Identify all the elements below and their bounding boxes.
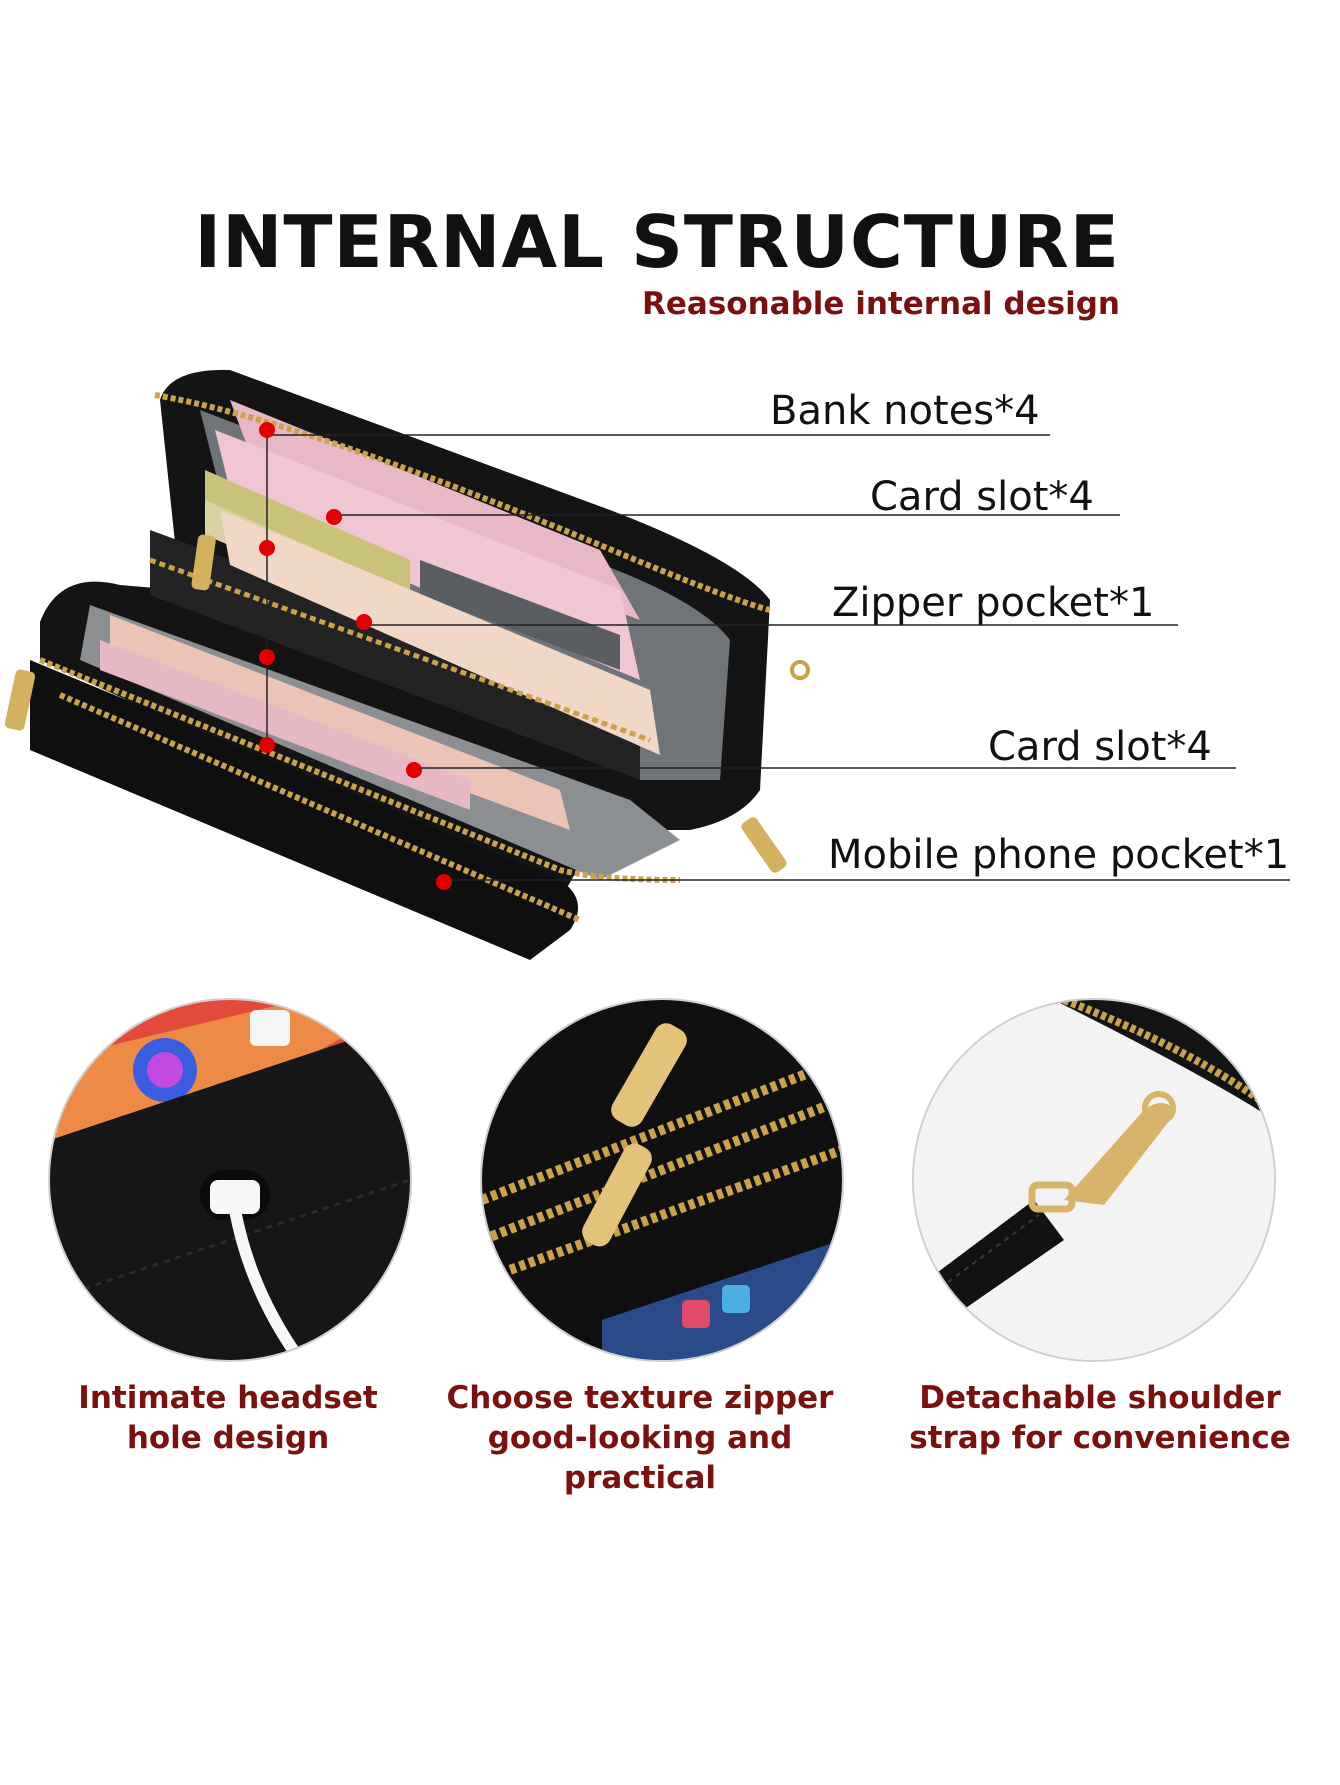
wallet-internal-image — [4, 369, 1290, 960]
callout-zipper-pocket: Zipper pocket*1 — [832, 580, 1155, 626]
caption-line: hole design — [126, 1420, 330, 1456]
callout-dot — [259, 649, 275, 665]
callout-bank-notes: Bank notes*4 — [770, 388, 1040, 434]
page-title: INTERNAL STRUCTURE — [194, 200, 1120, 284]
callout-dot — [259, 737, 275, 753]
caption-line: good-looking and practical — [487, 1420, 793, 1496]
zipper-detail-image — [480, 998, 844, 1362]
caption-line: Choose texture zipper — [446, 1380, 834, 1416]
callout-dot — [259, 540, 275, 556]
caption-line: strap for convenience — [909, 1420, 1291, 1456]
callout-dot — [406, 762, 422, 778]
callout-card-slot-lower: Card slot*4 — [988, 724, 1212, 770]
caption-line: Detachable shoulder — [919, 1380, 1281, 1416]
callout-mobile-phone-pocket: Mobile phone pocket*1 — [828, 832, 1290, 878]
callout-dot — [356, 614, 372, 630]
feature-caption-headset: Intimate headset hole design — [8, 1378, 448, 1458]
callout-dot — [436, 874, 452, 890]
callout-dot — [326, 509, 342, 525]
feature-caption-zipper: Choose texture zipper good-looking and p… — [420, 1378, 860, 1498]
page-subtitle: Reasonable internal design — [642, 286, 1120, 322]
shoulder-strap-image — [912, 998, 1276, 1362]
feature-caption-strap: Detachable shoulder strap for convenienc… — [880, 1378, 1320, 1458]
headset-hole-image — [48, 998, 412, 1362]
caption-line: Intimate headset — [78, 1380, 378, 1416]
callout-dot — [259, 422, 275, 438]
callout-card-slot-upper: Card slot*4 — [870, 474, 1094, 520]
